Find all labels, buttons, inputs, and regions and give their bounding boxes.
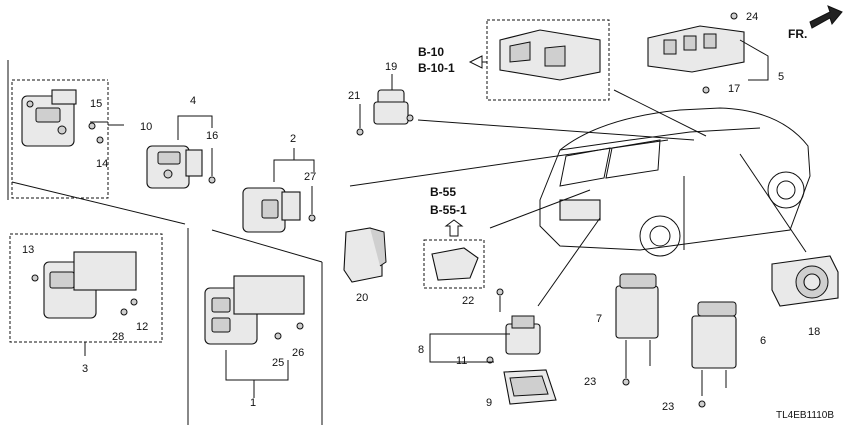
front-direction-arrow	[809, 5, 843, 29]
callout-17: 17	[728, 83, 740, 95]
callout-22: 22	[462, 295, 474, 307]
reference-b55-1: B-55-1	[430, 203, 467, 217]
callout-23b: 23	[662, 401, 674, 413]
callout-2: 2	[290, 133, 296, 145]
callout-20: 20	[356, 292, 368, 304]
callout-11: 11	[456, 355, 467, 367]
reference-b55: B-55	[430, 185, 456, 199]
callout-28: 28	[112, 331, 124, 343]
part-5-console-switch	[647, 12, 769, 94]
part-4-fog-switch	[146, 115, 216, 189]
part-6-unit	[691, 301, 737, 408]
callout-25: 25	[272, 357, 284, 369]
callout-23a: 23	[584, 376, 596, 388]
callout-13: 13	[22, 244, 34, 256]
callout-19: 19	[385, 61, 397, 73]
callout-4: 4	[190, 95, 196, 107]
part-2-vsa-switch	[242, 148, 316, 233]
callout-27: 27	[304, 171, 316, 183]
callout-10: 10	[140, 121, 152, 133]
callout-14: 14	[96, 158, 108, 170]
callout-8: 8	[418, 344, 424, 356]
callout-3: 3	[82, 363, 88, 375]
vehicle-outline	[539, 107, 811, 257]
part-10-switch-panel	[11, 79, 124, 199]
part-18-ignition-switch	[771, 255, 839, 307]
callout-18: 18	[808, 326, 820, 338]
callout-12: 12	[136, 321, 148, 333]
leader-lines	[349, 89, 807, 307]
part-3-switch-panel	[9, 233, 163, 356]
callout-6: 6	[760, 335, 766, 347]
callout-16: 16	[206, 130, 218, 142]
section-dividers	[7, 60, 323, 425]
callout-15: 15	[90, 98, 102, 110]
callout-9: 9	[486, 397, 492, 409]
callout-26: 26	[292, 347, 304, 359]
reference-b10: B-10	[418, 45, 444, 59]
callout-5: 5	[778, 71, 784, 83]
callout-1: 1	[250, 397, 256, 409]
part-19-sensor	[356, 74, 414, 136]
part-20-cover	[343, 227, 387, 283]
callout-24: 24	[746, 11, 758, 23]
part-9-garnish	[503, 369, 557, 405]
callout-7: 7	[596, 313, 602, 325]
callout-21: 21	[348, 90, 360, 102]
front-direction-label: FR.	[788, 27, 807, 41]
b10-reference-box	[468, 19, 610, 101]
b55-reference-box	[423, 219, 485, 289]
diagram-code: TL4EB1110B	[776, 410, 834, 421]
reference-b10-1: B-10-1	[418, 61, 455, 75]
part-7-unit	[615, 273, 659, 386]
part-8-switch	[429, 288, 541, 364]
part-1-switch-panel	[204, 275, 305, 398]
